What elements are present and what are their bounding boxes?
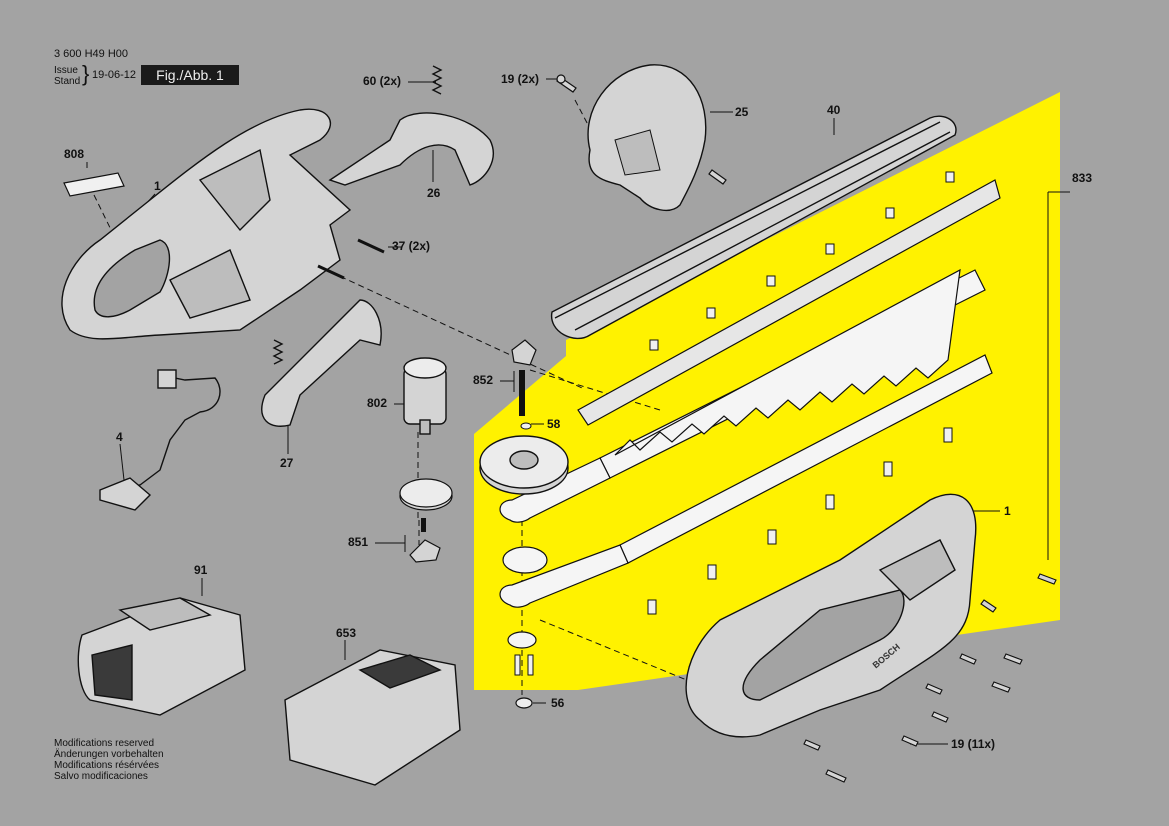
part-label-91: 91	[194, 563, 208, 577]
part-label-1-handle: 1	[154, 179, 161, 193]
part-label-56: 56	[551, 696, 565, 710]
note-es: Salvo modificaciones	[54, 771, 148, 782]
issue-label: Issue	[54, 65, 78, 76]
label-plate-808	[63, 172, 125, 197]
leader-lines	[86, 78, 1070, 745]
housing-half-left-1	[61, 108, 352, 340]
part-label-60: 60 (2x)	[363, 74, 402, 88]
figure-label: Fig./Abb. 1	[141, 65, 239, 85]
part-label-19-bottom: 19 (11x)	[951, 737, 996, 751]
doc-number: 3 600 H49 H00	[54, 48, 128, 60]
bearing-bracket-852	[511, 339, 537, 366]
gear-wheel-58	[479, 435, 569, 495]
axle-pin-851	[421, 518, 426, 532]
note-en: Modifications reserved	[54, 738, 155, 749]
part-label-852: 852	[473, 373, 494, 387]
brace-glyph: }	[82, 61, 90, 86]
part-label-37: 37 (2x)	[392, 239, 431, 253]
doc-date: 19-06-12	[92, 69, 137, 81]
part-label-26: 26	[427, 186, 441, 200]
part-label-653: 653	[336, 626, 357, 640]
blade-guard-40	[551, 115, 957, 340]
housing-half-right-1	[685, 493, 977, 738]
axle-pin-852	[519, 370, 525, 416]
modification-notes: Modifications reserved Änderungen vorbeh…	[54, 738, 164, 782]
washer-58	[520, 422, 532, 430]
screws-19-11x	[803, 573, 1057, 783]
switch-cable-4	[99, 369, 221, 511]
note-fr: Modifications résérvées	[54, 760, 160, 771]
note-de: Änderungen vorbehalten	[54, 749, 164, 760]
switch-lever-26	[328, 112, 494, 186]
blade-carrier-bar	[577, 179, 1001, 426]
pin-37	[317, 238, 385, 280]
part-label-19-top: 19 (2x)	[501, 72, 540, 86]
spring-60	[431, 65, 443, 95]
washer-56	[515, 697, 533, 709]
cutter-blade-lower	[499, 354, 993, 608]
part-label-833: 833	[1072, 171, 1093, 185]
pinion-disc	[399, 478, 453, 511]
stand-label: Stand	[54, 76, 81, 87]
handle-part-27	[261, 299, 382, 427]
part-label-40: 40	[827, 103, 841, 117]
cutter-blade-upper	[499, 268, 986, 523]
motor-802	[403, 357, 447, 435]
part-label-851: 851	[348, 535, 369, 549]
part-label-58: 58	[547, 417, 561, 431]
battery-91	[77, 597, 246, 716]
part-label-1-housing: 1	[1004, 504, 1011, 518]
pins	[514, 654, 534, 676]
charger-653	[284, 649, 461, 786]
part-label-808: 808	[64, 147, 85, 161]
part-label-4: 4	[116, 430, 123, 444]
part-label-25: 25	[735, 105, 749, 119]
screw-19-top	[556, 74, 577, 93]
screw-19-guard	[708, 169, 727, 185]
part-label-802: 802	[367, 396, 388, 410]
part-label-27: 27	[280, 456, 294, 470]
fixing-bolts	[647, 171, 955, 615]
spacer-disc	[507, 631, 537, 649]
eccentric-disc	[502, 546, 548, 574]
bearing-bracket-851	[409, 539, 441, 563]
